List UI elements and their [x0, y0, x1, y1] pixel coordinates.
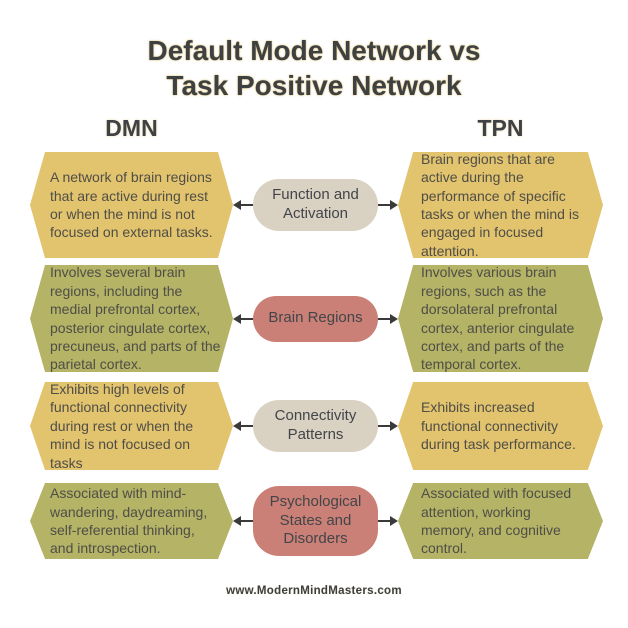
comparison-row-connectivity: Exhibits high levels of functional conne…: [30, 382, 603, 470]
dashed-arrow-left-icon: [233, 516, 253, 526]
tpn-box-connectivity: Exhibits increased functional connectivi…: [398, 382, 603, 470]
column-header-tpn: TPN: [477, 115, 524, 141]
arrowhead-right-icon: [390, 421, 398, 431]
dashed-arrow-right-icon: [378, 516, 398, 526]
tpn-box-function-text: Brain regions that are active during the…: [421, 150, 579, 259]
dmn-box-psychological: Associated with mind-wandering, daydream…: [30, 483, 233, 559]
category-pill-function-label: Function and Activation: [272, 186, 359, 222]
arrowhead-right-icon: [390, 313, 398, 324]
tpn-box-brain-regions: Involves various brain regions, such as …: [398, 265, 603, 372]
tpn-box-function: Brain regions that are active during the…: [398, 152, 603, 258]
page-title-line2: Task Positive Network: [166, 70, 462, 101]
column-header-dmn: DMN: [105, 115, 158, 141]
arrowhead-left-icon: [233, 200, 241, 210]
comparison-row-function: A network of brain regions that are acti…: [30, 152, 603, 258]
category-pill-function-activation: Function and Activation: [253, 179, 378, 231]
footer-website: www.ModernMindMasters.com: [226, 585, 402, 597]
comparison-row-brain-regions: Involves several brain regions, includin…: [30, 265, 603, 372]
category-pill-psychological-states: Psychological States and Disorders: [253, 485, 378, 557]
tpn-box-psychological: Associated with focused attention, worki…: [398, 483, 603, 559]
comparison-row-psychological: Associated with mind-wandering, daydream…: [30, 483, 603, 559]
dashed-arrow-left-icon: [233, 421, 253, 431]
center-cell-brain-regions: Brain Regions: [233, 295, 398, 342]
arrowhead-left-icon: [233, 421, 241, 431]
dmn-box-brain-regions: Involves several brain regions, includin…: [30, 265, 233, 372]
dmn-box-function: A network of brain regions that are acti…: [30, 152, 233, 258]
page-title: Default Mode Network vs Task Positive Ne…: [0, 33, 628, 103]
dmn-box-psychological-text: Associated with mind-wandering, daydream…: [50, 485, 208, 557]
category-pill-brain-regions: Brain Regions: [253, 295, 378, 342]
dashed-arrow-left-icon: [233, 313, 253, 324]
dmn-box-function-text: A network of brain regions that are acti…: [50, 169, 213, 241]
center-cell-psychological: Psychological States and Disorders: [233, 485, 398, 557]
category-pill-brain-regions-label: Brain Regions: [268, 309, 363, 327]
page-title-line1: Default Mode Network vs: [147, 35, 481, 66]
category-pill-connectivity-label: Connectivity Patterns: [274, 407, 357, 443]
dashed-arrow-left-icon: [233, 200, 253, 210]
dmn-box-connectivity-text: Exhibits high levels of functional conne…: [50, 380, 194, 471]
arrowhead-right-icon: [390, 516, 398, 526]
arrowhead-right-icon: [390, 200, 398, 210]
dmn-box-brain-regions-text: Involves several brain regions, includin…: [50, 264, 221, 373]
tpn-box-brain-regions-text: Involves various brain regions, such as …: [421, 264, 575, 373]
center-cell-function: Function and Activation: [233, 179, 398, 231]
dashed-arrow-right-icon: [378, 200, 398, 210]
dashed-arrow-right-icon: [378, 313, 398, 324]
dmn-box-connectivity: Exhibits high levels of functional conne…: [30, 382, 233, 470]
tpn-box-psychological-text: Associated with focused attention, worki…: [421, 485, 572, 557]
arrowhead-left-icon: [233, 516, 241, 526]
arrowhead-left-icon: [233, 313, 241, 324]
tpn-box-connectivity-text: Exhibits increased functional connectivi…: [421, 399, 576, 453]
dashed-arrow-right-icon: [378, 421, 398, 431]
center-cell-connectivity: Connectivity Patterns: [233, 400, 398, 452]
category-pill-connectivity-patterns: Connectivity Patterns: [253, 400, 378, 452]
category-pill-psychological-label: Psychological States and Disorders: [269, 492, 362, 548]
